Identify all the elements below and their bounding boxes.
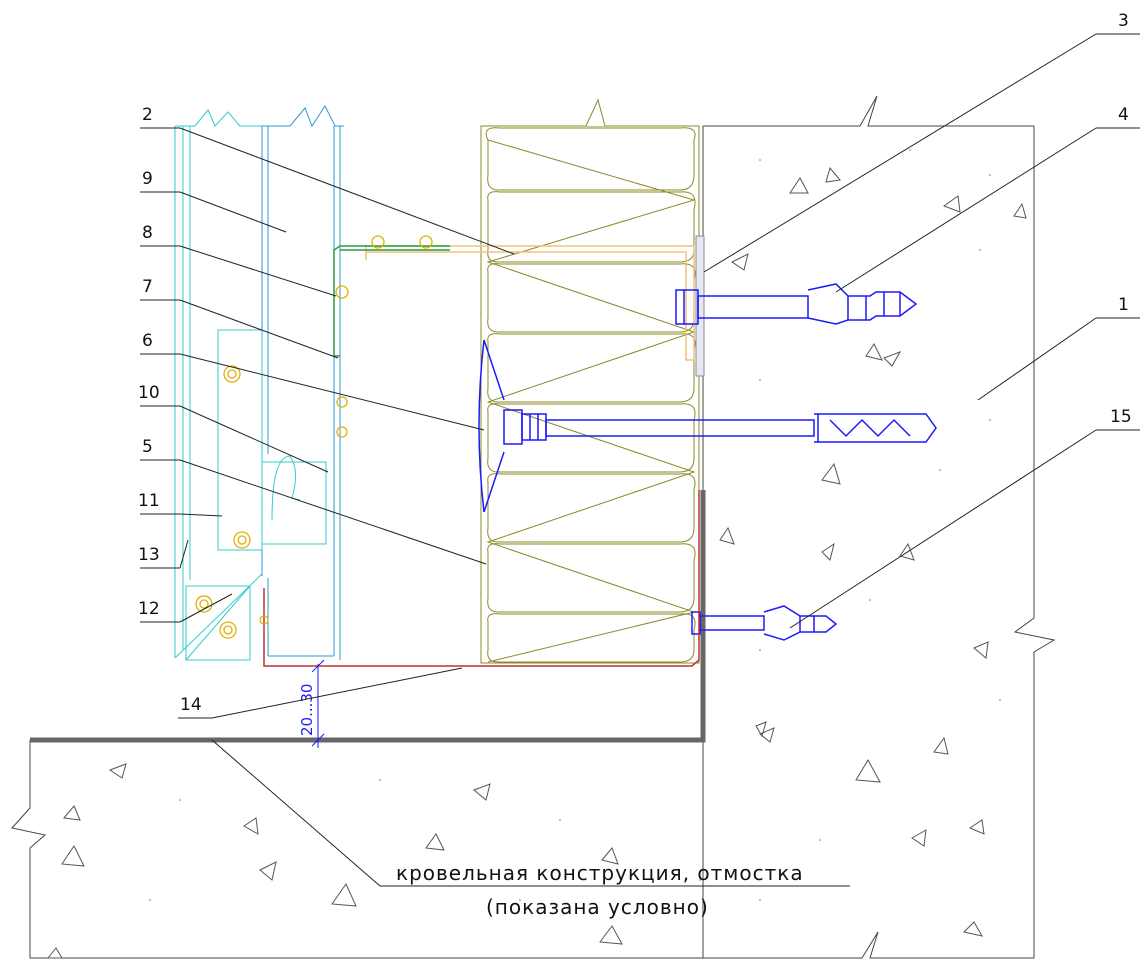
base-flashing bbox=[263, 490, 700, 667]
insulation-dowel bbox=[478, 339, 937, 513]
callout-7: 7 bbox=[142, 277, 153, 297]
panel-holder bbox=[185, 329, 327, 661]
anchor-dowel-15 bbox=[691, 605, 838, 641]
concrete-hatch bbox=[46, 166, 1027, 959]
callout-13: 13 bbox=[138, 545, 160, 565]
callout-labels: 3 4 1 15 2 9 8 7 6 10 5 11 13 12 14 bbox=[138, 11, 1132, 715]
callout-1: 1 bbox=[1118, 295, 1129, 315]
callout-10: 10 bbox=[138, 383, 160, 403]
vertical-profile bbox=[261, 104, 344, 660]
connecting-bracket bbox=[333, 245, 450, 357]
gap-dimension-label: 20...30 bbox=[298, 684, 316, 736]
concrete-wall bbox=[702, 95, 1056, 958]
callout-4: 4 bbox=[1118, 105, 1129, 125]
mineral-wool-insulation bbox=[480, 98, 700, 664]
bracket bbox=[365, 245, 695, 361]
callout-3: 3 bbox=[1118, 11, 1129, 31]
callout-2: 2 bbox=[142, 105, 153, 125]
thermal-pad bbox=[695, 235, 705, 377]
cladding-panel bbox=[174, 109, 263, 659]
waterproofing-line bbox=[30, 490, 706, 743]
gap-dimension bbox=[311, 659, 325, 748]
foundation-slab bbox=[11, 740, 1034, 959]
rivets bbox=[195, 235, 433, 639]
callout-6: 6 bbox=[142, 331, 153, 351]
anchor-dowel-4 bbox=[675, 283, 918, 325]
note-line-2: (показана условно) bbox=[486, 895, 709, 919]
note-line-1: кровельная конструкция, отмостка bbox=[396, 861, 804, 885]
callout-12: 12 bbox=[138, 599, 160, 619]
callout-9: 9 bbox=[142, 169, 153, 189]
callout-11: 11 bbox=[138, 491, 160, 511]
callout-15: 15 bbox=[1110, 407, 1132, 427]
callout-8: 8 bbox=[142, 223, 153, 243]
leader-lines bbox=[140, 33, 1140, 887]
callout-5: 5 bbox=[142, 437, 153, 457]
callout-14: 14 bbox=[180, 695, 202, 715]
concrete-speckles bbox=[149, 149, 1001, 901]
